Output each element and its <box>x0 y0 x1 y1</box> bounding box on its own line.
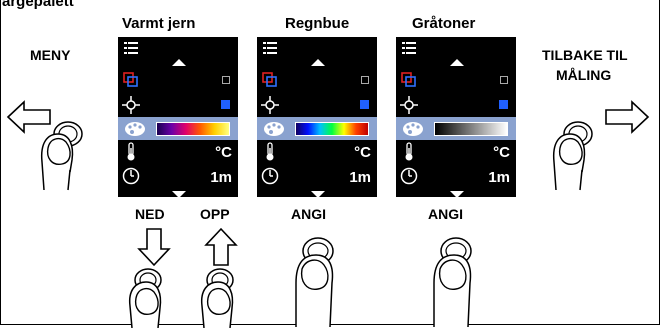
down-label: NED <box>135 206 165 222</box>
timeout-value: 1m <box>210 169 232 186</box>
overlay-icon <box>123 72 138 87</box>
overlay-icon <box>262 72 277 87</box>
temperature-unit: °C <box>354 144 371 161</box>
crosshair-state-indicator <box>221 100 230 109</box>
temperature-unit: °C <box>215 144 232 161</box>
scroll-down-indicator <box>172 191 186 197</box>
arrow-up-outline-icon[interactable] <box>204 227 238 267</box>
arrow-left-outline-icon[interactable] <box>6 100 56 134</box>
clock-icon <box>261 167 279 185</box>
palette-icon <box>403 122 423 136</box>
crosshair-icon <box>400 96 418 114</box>
scroll-up-indicator <box>172 59 186 66</box>
up-label: OPP <box>200 206 230 222</box>
finger-press-icon <box>552 121 593 191</box>
menu-icon <box>124 42 138 54</box>
scroll-down-indicator <box>311 191 325 197</box>
palette-gradient-bar <box>156 122 230 136</box>
palette-gradient-bar <box>295 122 369 136</box>
clock-icon <box>400 167 418 185</box>
menu-icon <box>402 42 416 54</box>
overlay-icon <box>401 72 416 87</box>
thermometer-icon <box>405 142 413 161</box>
thermometer-icon <box>266 142 274 161</box>
timeout-value: 1m <box>488 169 510 186</box>
palette-icon <box>264 122 284 136</box>
clock-icon <box>122 167 140 185</box>
screen-title-regnbue: Regnbue <box>285 15 350 32</box>
menu-label: MENY <box>30 47 71 63</box>
back-label-line1: TILBAKE TIL <box>542 47 628 63</box>
scroll-up-indicator <box>311 59 325 66</box>
finger-press-icon <box>200 268 234 328</box>
screen-title-varmt-jern: Varmt jern <box>122 15 196 32</box>
crosshair-icon <box>261 96 279 114</box>
overlay-state-indicator <box>500 76 508 84</box>
palette-gradient-bar <box>434 122 508 136</box>
menu-icon <box>263 42 277 54</box>
palette-icon <box>125 122 145 136</box>
screen-regnbue: °C 1m <box>257 37 377 197</box>
screen-gratoner: °C 1m <box>396 37 516 197</box>
temperature-unit: °C <box>493 144 510 161</box>
finger-press-icon <box>295 237 334 328</box>
back-label-line2: MÅLING <box>556 67 612 83</box>
scroll-up-indicator <box>450 59 464 66</box>
finger-press-icon <box>433 237 472 328</box>
timeout-value: 1m <box>349 169 371 186</box>
set-label-gratoner: ANGI <box>428 206 463 222</box>
screen-title-gratoner: Gråtoner <box>412 15 476 32</box>
arrow-right-outline-icon[interactable] <box>600 100 650 134</box>
set-label-regnbue: ANGI <box>291 206 326 222</box>
crosshair-state-indicator <box>360 100 369 109</box>
screen-varmt-jern: °C 1m <box>118 37 238 197</box>
crosshair-state-indicator <box>499 100 508 109</box>
crosshair-icon <box>122 96 140 114</box>
arrow-down-outline-icon[interactable] <box>137 227 171 267</box>
scroll-down-indicator <box>450 191 464 197</box>
overlay-state-indicator <box>361 76 369 84</box>
page-title-fragment: argepalett <box>2 0 74 10</box>
overlay-state-indicator <box>222 76 230 84</box>
finger-press-icon <box>128 268 162 328</box>
finger-press-icon <box>40 121 83 191</box>
thermometer-icon <box>127 142 135 161</box>
